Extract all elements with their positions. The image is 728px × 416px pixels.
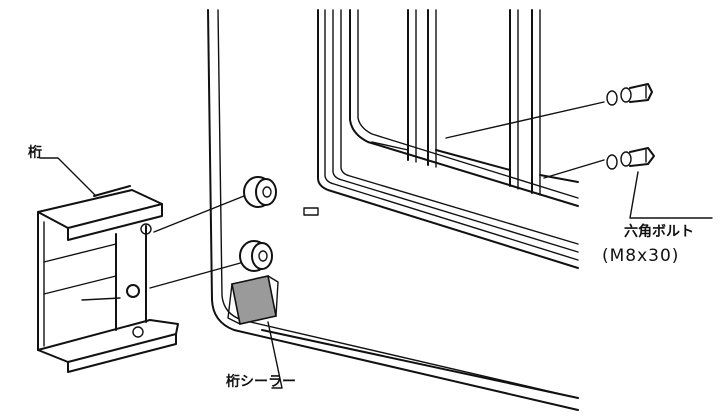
beam-bracket — [37, 185, 179, 373]
beam-label-text: 桁 — [28, 145, 42, 161]
assembly-lines — [39, 101, 713, 389]
hex-bolt-label-text: 六角ボルト — [624, 224, 694, 240]
bolt-size-label: (M8x30) — [602, 246, 679, 266]
bolt-size-label-text: (M8x30) — [602, 246, 680, 266]
beam-sealer-label: 桁シーラー — [226, 371, 296, 391]
hex-bolt-label: 六角ボルト — [624, 221, 694, 241]
window-grille — [317, 9, 579, 269]
beam-sealer-pad — [227, 275, 279, 325]
hex-bolts — [606, 83, 655, 170]
beam-sealer-label-text: 桁シーラー — [226, 374, 296, 390]
spacer-washers — [239, 176, 277, 272]
beam-label: 桁 — [28, 142, 42, 162]
